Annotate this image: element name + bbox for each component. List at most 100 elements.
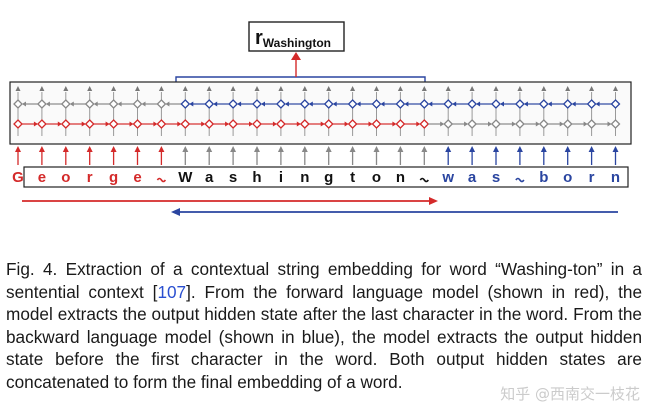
column-23 <box>562 86 588 165</box>
forward-cell <box>419 119 430 129</box>
column-15 <box>371 86 397 165</box>
backward-cell <box>156 99 167 109</box>
forward-cell <box>467 119 478 129</box>
forward-cell <box>491 119 501 129</box>
char-1: e <box>38 169 46 186</box>
char-19: a <box>468 169 477 186</box>
char-9: s <box>229 169 237 186</box>
column-4 <box>108 86 134 165</box>
forward-cell <box>347 119 358 129</box>
char-2: o <box>61 169 70 186</box>
forward-cell <box>180 119 191 129</box>
char-18: w <box>441 169 454 186</box>
column-19 <box>467 86 492 165</box>
backward-cell <box>514 99 525 109</box>
output-box <box>248 21 345 52</box>
column-0 <box>13 86 38 165</box>
char-14: t <box>350 169 355 186</box>
char-7: W <box>178 169 193 186</box>
forward-cell <box>443 119 454 129</box>
backward-cell <box>13 99 23 109</box>
backward-cell <box>419 99 430 109</box>
forward-cell <box>228 119 239 129</box>
column-18 <box>443 86 469 165</box>
column-24 <box>586 86 612 165</box>
backward-cell <box>323 99 334 109</box>
reference-link[interactable]: 107 <box>157 281 187 302</box>
output-label: rWashington <box>255 27 331 50</box>
char-25: n <box>611 169 620 186</box>
forward-cell <box>275 119 286 129</box>
column-22 <box>538 86 564 165</box>
char-23: o <box>563 169 572 186</box>
forward-cell <box>108 119 119 129</box>
figure-caption: Fig. 4. Extraction of a contextual strin… <box>6 259 643 392</box>
backward-cell <box>180 99 191 109</box>
backward-cell <box>36 99 47 109</box>
char-10: h <box>252 169 261 186</box>
column-11 <box>275 86 301 165</box>
backward-cell <box>347 99 358 109</box>
char-11: i <box>279 169 283 186</box>
backward-cell <box>443 99 454 109</box>
column-17 <box>419 86 445 165</box>
backward-cell <box>586 99 597 109</box>
char-22: b <box>539 169 548 186</box>
column-21 <box>514 86 540 165</box>
forward-cell <box>252 119 262 129</box>
column-16 <box>395 86 421 165</box>
char-4: g <box>109 169 118 186</box>
forward-cell <box>586 119 597 129</box>
forward-arrow <box>22 197 438 205</box>
column-13 <box>323 86 349 165</box>
column-12 <box>299 86 325 165</box>
column-10 <box>252 86 277 165</box>
forward-cell <box>84 119 95 129</box>
backward-cell <box>562 99 573 109</box>
network-frame <box>9 81 632 145</box>
forward-cell <box>371 119 382 129</box>
column-14 <box>347 86 373 165</box>
column-7 <box>180 86 206 165</box>
network-cells <box>13 86 621 165</box>
backward-cell <box>371 99 382 109</box>
char-24: r <box>589 169 595 186</box>
char-3: r <box>87 169 93 186</box>
column-9 <box>228 86 253 165</box>
backward-cell <box>108 99 119 109</box>
forward-cell <box>204 119 215 129</box>
char-16: n <box>396 169 405 186</box>
char-12: n <box>300 169 309 186</box>
forward-cell <box>36 119 47 129</box>
char-8: a <box>205 169 214 186</box>
backward-cell <box>299 99 310 109</box>
backward-cell <box>538 99 549 109</box>
column-3 <box>84 86 110 165</box>
char-0: G <box>12 169 24 186</box>
char-space-17 <box>419 177 429 183</box>
forward-cell <box>395 119 406 129</box>
char-space-6 <box>156 177 167 183</box>
forward-cell <box>299 119 310 129</box>
column-5 <box>132 86 158 165</box>
column-1 <box>36 86 62 165</box>
character-strip <box>23 166 629 188</box>
forward-cell <box>562 119 573 129</box>
watermark: 知乎 @西南交一枝花 <box>500 385 640 403</box>
backward-cell <box>610 99 621 109</box>
backward-cell <box>275 99 286 109</box>
forward-cell <box>538 119 549 129</box>
backward-cell <box>491 99 501 109</box>
forward-cell <box>132 119 143 129</box>
forward-cell <box>323 119 334 129</box>
backward-cell <box>204 99 215 109</box>
char-13: g <box>324 169 333 186</box>
column-8 <box>204 86 230 165</box>
forward-cell <box>13 119 23 129</box>
backward-cell <box>132 99 143 109</box>
backward-cell <box>252 99 262 109</box>
column-25 <box>610 86 621 165</box>
backward-cell <box>60 99 71 109</box>
